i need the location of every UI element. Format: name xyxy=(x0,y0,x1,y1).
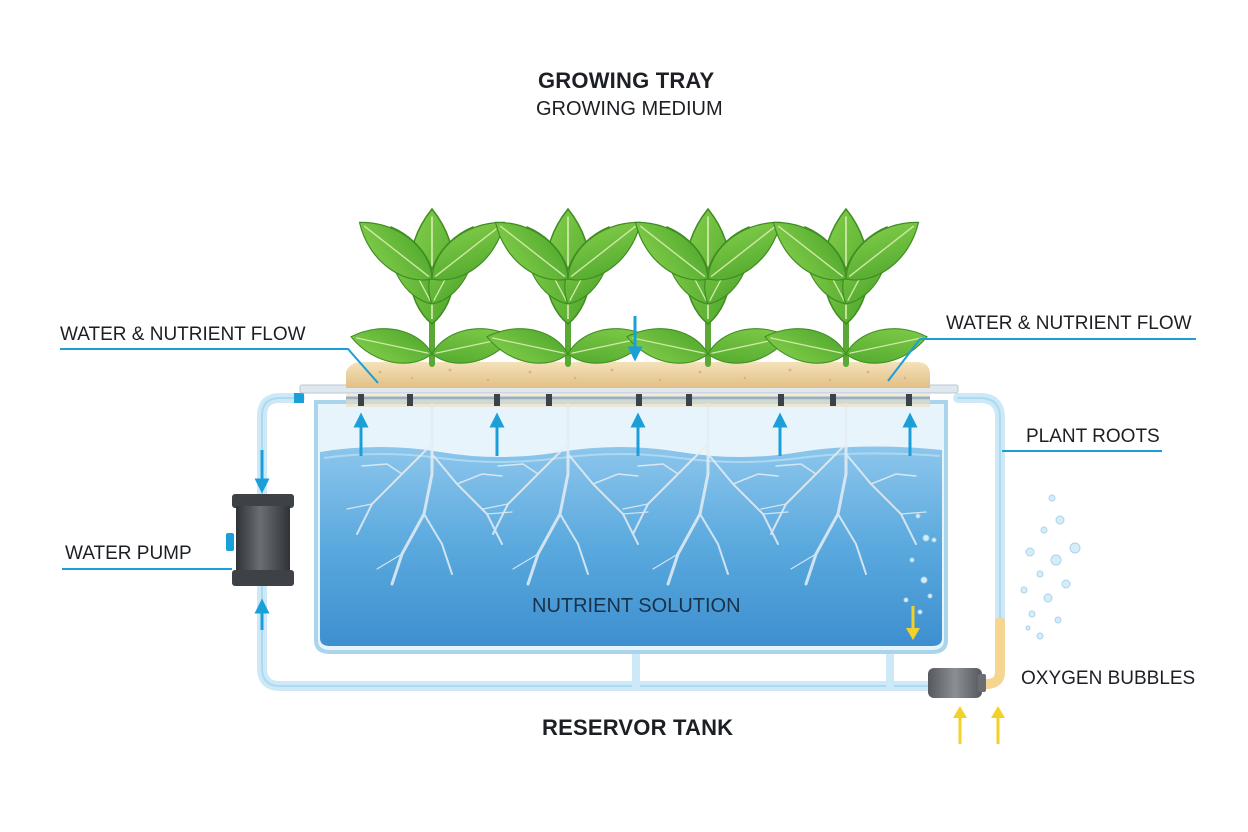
diagram-title: GROWING TRAY xyxy=(538,68,715,93)
plant-3 xyxy=(626,207,790,367)
plants xyxy=(350,207,928,367)
leaf xyxy=(486,328,569,364)
label-flow-left: WATER & NUTRIENT FLOW xyxy=(60,324,306,345)
pipe-system xyxy=(257,393,1005,691)
leader-lines xyxy=(60,338,1196,570)
flow-arrows xyxy=(254,316,918,630)
plant-roots xyxy=(346,402,927,586)
leaf xyxy=(845,221,920,281)
label-plant-roots: PLANT ROOTS xyxy=(1026,426,1160,447)
plant-2 xyxy=(486,207,650,367)
water-pump xyxy=(226,494,294,586)
growing-tray xyxy=(299,362,959,407)
leaf xyxy=(634,221,709,281)
air-stone xyxy=(928,668,986,698)
label-nutrient-solution: NUTRIENT SOLUTION xyxy=(532,595,741,617)
label-water-pump: WATER PUMP xyxy=(65,543,192,564)
leaf xyxy=(494,221,569,281)
leaf xyxy=(350,328,433,364)
label-reservoir-tank: RESERVOR TANK xyxy=(542,715,734,740)
leaf xyxy=(764,328,847,364)
pipe-connector xyxy=(294,393,304,403)
leaf xyxy=(845,328,928,364)
leaf xyxy=(772,221,847,281)
leaf xyxy=(358,221,433,281)
plant-1 xyxy=(350,207,514,367)
drip-emitters xyxy=(358,394,912,406)
oxygen-arrows xyxy=(906,606,1005,744)
label-flow-right: WATER & NUTRIENT FLOW xyxy=(946,313,1192,334)
oxygen-bubbles xyxy=(903,494,1081,640)
leaf xyxy=(626,328,709,364)
label-oxygen-bubbles: OXYGEN BUBBLES xyxy=(1021,668,1196,689)
plant-4 xyxy=(764,207,928,367)
nutrient-solution-water xyxy=(320,446,942,646)
diagram-subtitle: GROWING MEDIUM xyxy=(536,98,723,120)
growing-medium xyxy=(346,362,930,388)
